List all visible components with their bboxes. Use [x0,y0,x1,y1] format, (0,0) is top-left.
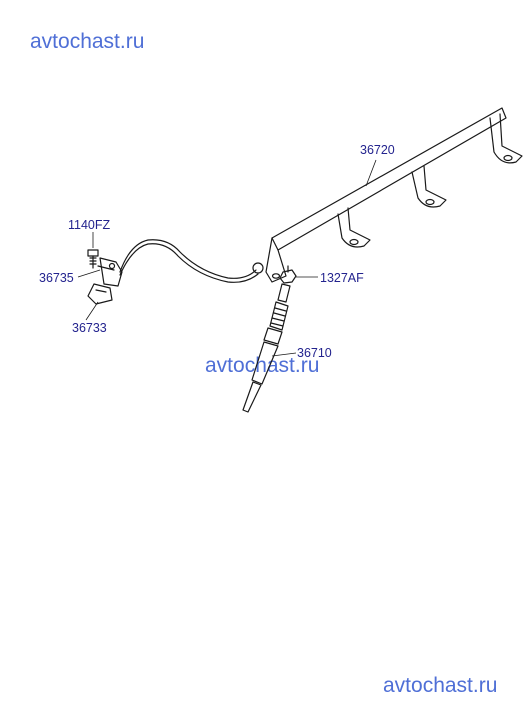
leader-36733 [85,301,99,321]
label-36720: 36720 [360,143,395,157]
label-1140FZ: 1140FZ [68,218,111,232]
nut-part [279,265,297,284]
leader-36735 [77,269,101,278]
glow-plug [242,283,291,413]
label-1327AF: 1327AF [320,271,364,285]
glow-plug-rail [265,107,523,283]
watermark-middle: avtochast.ru [205,354,320,377]
rail-wire [119,239,257,279]
watermark-top: avtochast.ru [30,30,145,53]
leader-36720 [365,159,377,187]
leader-36710 [271,352,297,357]
label-36733: 36733 [72,321,107,335]
bracket-connector [87,257,123,305]
watermark-bottom: avtochast.ru [383,674,498,697]
label-36710: 36710 [297,346,332,360]
bolt-part [87,249,99,269]
label-36735: 36735 [39,271,74,285]
